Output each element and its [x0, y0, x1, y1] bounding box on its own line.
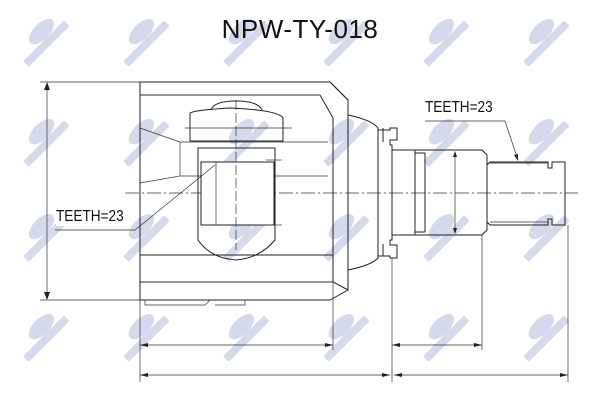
ajs-logo-watermark: [123, 213, 169, 262]
ajs-logo-watermark: [123, 118, 169, 167]
ajs-logo-watermark: [23, 313, 69, 362]
ajs-logo-watermark: [323, 313, 369, 362]
ajs-logo-watermark: [323, 213, 369, 262]
ajs-logo-watermark: [23, 18, 69, 67]
watermark-logos: [23, 18, 569, 362]
tripod-spider: [185, 100, 292, 261]
ajs-logo-watermark: [523, 313, 569, 362]
teeth-leaders: [55, 120, 519, 231]
ajs-logo-watermark: [23, 213, 69, 262]
ajs-logo-watermark: [323, 18, 369, 67]
shaft: [391, 149, 566, 236]
ajs-logo-watermark: [423, 118, 469, 167]
ajs-logo-watermark: [223, 18, 269, 67]
ajs-logo-watermark: [423, 18, 469, 67]
ajs-logo-watermark: [323, 118, 369, 167]
ajs-logo-watermark: [523, 18, 569, 67]
ajs-logo-watermark: [223, 313, 269, 362]
ajs-logo-watermark: [23, 118, 69, 167]
ajs-logo-watermark: [423, 213, 469, 262]
ajs-logo-watermark: [223, 118, 269, 167]
dimension-lines: [40, 81, 569, 382]
ajs-logo-watermark: [523, 118, 569, 167]
part-number-title: NPW-TY-018: [221, 14, 379, 44]
teeth-label-inner: TEETH=23: [56, 208, 124, 226]
ajs-logo-watermark: [123, 18, 169, 67]
ajs-logo-watermark: [123, 313, 169, 362]
teeth-label-shaft: TEETH=23: [425, 99, 493, 117]
ajs-logo-watermark: [523, 213, 569, 262]
ajs-logo-watermark: [423, 313, 469, 362]
